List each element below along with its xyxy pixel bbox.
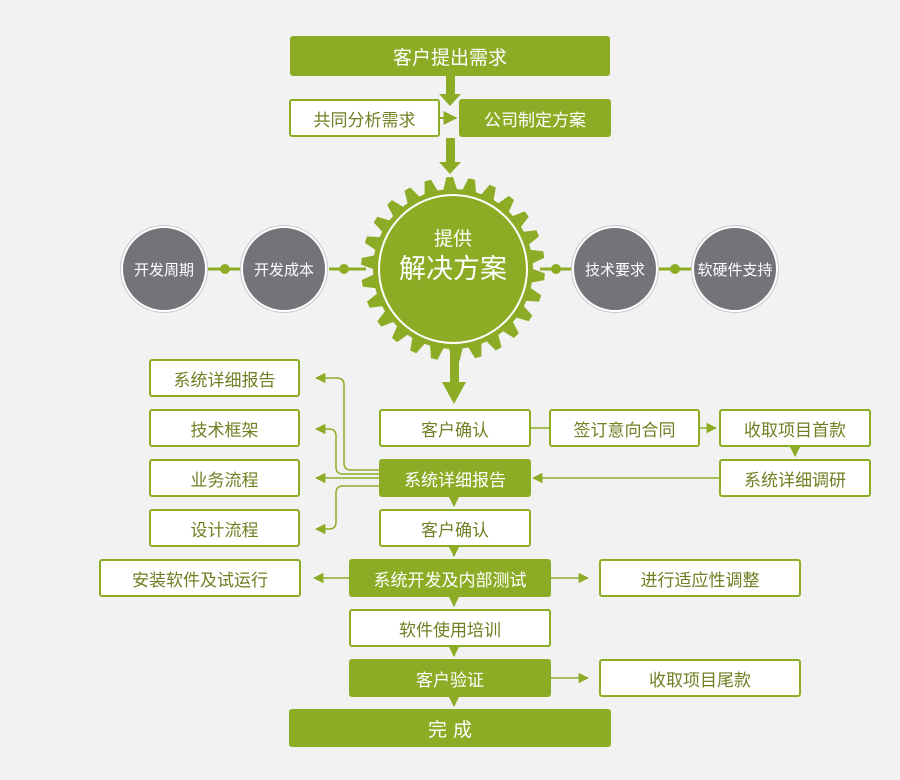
tech-requirements-circle: 技术要求 [572, 226, 658, 312]
report-output-box: 系统详细报告 [149, 359, 300, 397]
connector-dots [220, 264, 680, 274]
joint-analysis-box: 共同分析需求 [289, 99, 440, 137]
hw-sw-support-circle: 软硬件支持 [692, 226, 778, 312]
dev-cycle-circle: 开发周期 [121, 226, 207, 312]
customer-confirm-box-1: 客户确认 [379, 409, 531, 447]
system-report-box: 系统详细报告 [379, 459, 531, 497]
sign-contract-box: 签订意向合同 [549, 409, 700, 447]
gear-label-line1: 提供 [433, 228, 472, 250]
business-flow-box: 业务流程 [149, 459, 300, 497]
dev-cost-circle: 开发成本 [241, 226, 327, 312]
adapt-adjust-box: 进行适应性调整 [599, 559, 801, 597]
first-payment-box: 收取项目首款 [719, 409, 871, 447]
main-down-arrow-2 [439, 138, 461, 174]
gear-label: 提供 解决方案 [375, 226, 531, 288]
complete-box: 完 成 [289, 709, 611, 747]
customer-confirm-box-2: 客户确认 [379, 509, 531, 547]
report-fanout-lines [314, 372, 379, 535]
customer-verify-box: 客户验证 [349, 659, 551, 697]
company-plan-box: 公司制定方案 [459, 99, 611, 137]
system-dev-test-box: 系统开发及内部测试 [349, 559, 551, 597]
tech-framework-box: 技术框架 [149, 409, 300, 447]
final-payment-box: 收取项目尾款 [599, 659, 801, 697]
gear-label-line2: 解决方案 [399, 254, 507, 285]
system-research-box: 系统详细调研 [719, 459, 871, 497]
training-box: 软件使用培训 [349, 609, 551, 647]
main-down-arrow-1 [439, 76, 461, 106]
install-trial-box: 安装软件及试运行 [99, 559, 301, 597]
customer-need-box: 客户提出需求 [290, 36, 610, 76]
main-down-arrow-3 [442, 346, 466, 404]
design-flow-box: 设计流程 [149, 509, 300, 547]
solution-gear [361, 177, 545, 361]
